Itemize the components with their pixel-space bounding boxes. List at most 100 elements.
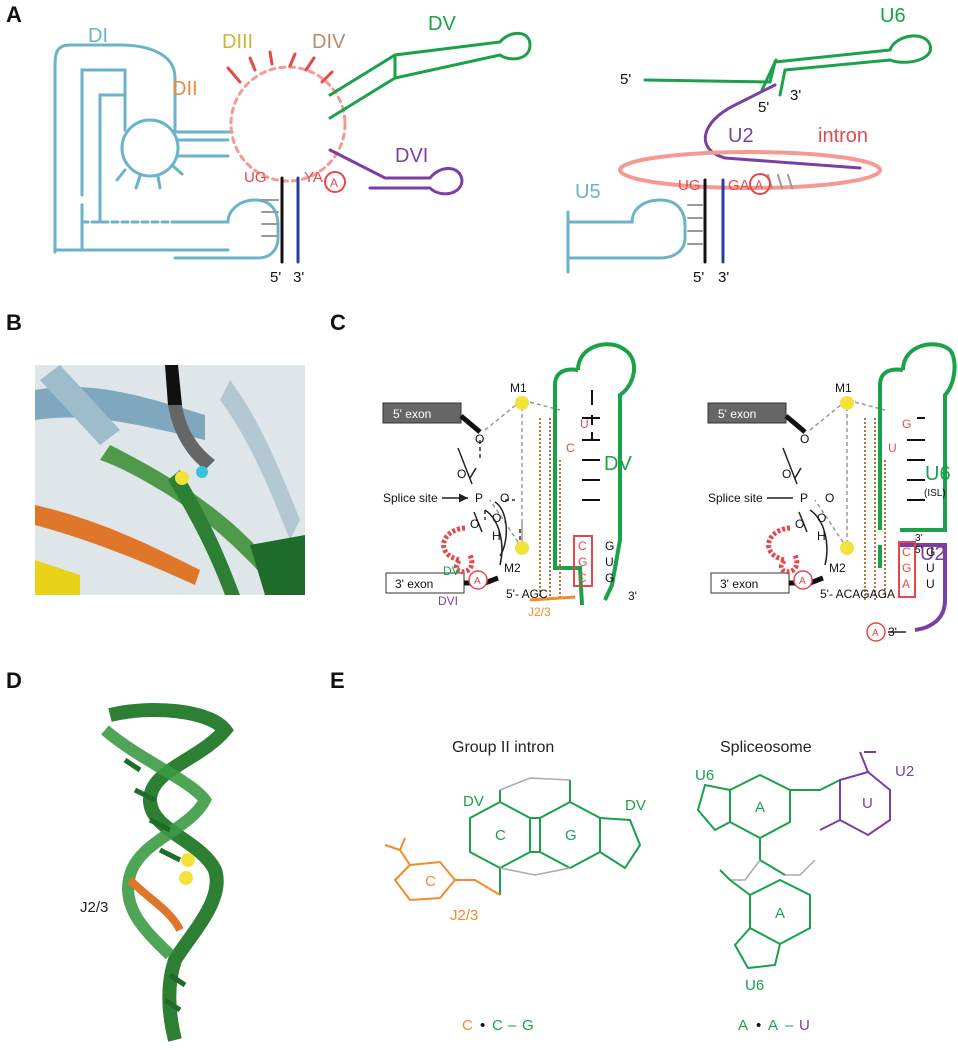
panel-label-e: E (330, 668, 345, 693)
panel-label-b: B (6, 310, 22, 335)
c-left-o1: O (475, 432, 484, 446)
e-f-dash-r: – (785, 1017, 794, 1034)
e-ring-a: A (755, 799, 765, 816)
bp-a-circle (324, 171, 346, 193)
u2-5: 5' (758, 99, 769, 116)
u6-tick (760, 58, 778, 92)
c-right-g: G (902, 417, 911, 431)
c-left-o2: O (457, 467, 466, 481)
end-3: 3' (293, 269, 304, 286)
end-5: 5' (270, 269, 281, 286)
c-right-3: 3' (915, 533, 923, 544)
di-outline (53, 43, 234, 252)
c-left-j23: J2/3 (528, 605, 551, 619)
label-dii: DII (172, 78, 198, 100)
label-u2: U2 (728, 125, 754, 147)
c-left-dv-small: DV (443, 564, 460, 578)
e-f-c1: C (462, 1017, 473, 1034)
c-right-exon5-box (707, 402, 787, 424)
c-right-5: 5' (915, 545, 923, 556)
right-ga: GA (728, 177, 750, 194)
c-left-3: 3' (628, 589, 637, 603)
c-right-box-1: G (902, 561, 911, 575)
c-left-a: A (474, 576, 481, 587)
c-right-u: U (888, 441, 897, 455)
label-div: DIV (312, 31, 346, 53)
di-inner2 (98, 93, 127, 224)
c-left-exon5-box (382, 402, 462, 424)
right-a: A (755, 178, 763, 192)
e-dv1: DV (463, 793, 484, 810)
c-right-u6: U6 (925, 463, 951, 485)
right-exon3: 3' (718, 269, 729, 286)
c-left-o5: O (492, 511, 501, 525)
panel-a-right-labels: U6 5' 5' 3' U2 intron U5 UG GA A 5' 3' (575, 5, 906, 286)
c-left-pair-2: G (605, 571, 614, 585)
u6-5: 5' (620, 71, 631, 88)
c-right-o2: O (782, 467, 791, 481)
c-left-box-0: C (578, 539, 587, 553)
panel-a-left (53, 31, 532, 264)
c-right-isl: (ISL) (924, 488, 946, 499)
di-dashed (53, 203, 177, 254)
c-left-box-2: C (578, 571, 587, 585)
e-u6b: U6 (745, 977, 764, 994)
e-ring-c: C (495, 827, 506, 844)
c-left-o4: O (470, 517, 479, 531)
c-left-exon5: 5' exon (393, 407, 431, 421)
di-ring (120, 118, 180, 178)
label-dv: DV (428, 13, 456, 35)
c-right-p: P (800, 491, 808, 505)
e-right-labels: A U A U6 U2 U6 A • A – U (695, 763, 914, 1034)
c-left-box-1: G (578, 555, 587, 569)
e-ring-a2: A (775, 905, 785, 922)
c-right-m1: M1 (835, 381, 852, 395)
right-ug: UG (678, 177, 701, 194)
label-di: DI (88, 25, 108, 47)
c-left-splice: Splice site (383, 491, 438, 505)
c-left-m1: M1 (510, 381, 527, 395)
e-right-title: Spliceosome (720, 739, 812, 756)
c-right-pair-1: U (926, 561, 935, 575)
c-left-h: H (492, 529, 501, 543)
c-left-agc: 5'- AGC (506, 587, 548, 601)
e-u6a: U6 (695, 767, 714, 784)
dv-stem (328, 31, 532, 120)
d-j23: J2/3 (80, 899, 108, 916)
u5-strand (566, 198, 687, 274)
c-left-dvi: DVI (438, 594, 458, 608)
u6-strand (643, 34, 932, 97)
c-right-box-2: A (902, 577, 910, 591)
c-right-exon3: 3' exon (720, 577, 758, 591)
u2-strand (703, 83, 862, 170)
e-ring-g: G (565, 827, 577, 844)
c-right-o1: O (800, 432, 809, 446)
e-dv2: DV (625, 797, 646, 814)
right-exon5: 5' (693, 269, 704, 286)
c-right-pair-2: U (926, 577, 935, 591)
c-left-m2: M2 (504, 561, 521, 575)
c-right-o3: O (825, 491, 834, 505)
c-left-c: C (566, 441, 575, 455)
e-ring-u: U (862, 795, 873, 812)
pair-ticks (261, 199, 279, 237)
c-right-acagaga: 5'- ACAGAGA (820, 587, 895, 601)
base-ug: UG (244, 169, 267, 186)
e-left-labels: C G DV DV C J2/3 C • C – G (425, 793, 646, 1034)
label-dvi: DVI (395, 145, 428, 167)
c-right-splice: Splice site (708, 491, 763, 505)
c-left-u: U (580, 417, 589, 431)
panel-d-structure (101, 703, 234, 1042)
right-bp-a-circle (749, 173, 771, 195)
c-right-box-0: C (902, 545, 911, 559)
c-right-u2: U2 (920, 543, 946, 565)
panel-b-structure (35, 365, 305, 595)
panel-label-d: D (6, 668, 22, 693)
c-left-p: P (475, 491, 483, 505)
di-spokes (115, 138, 230, 190)
panel-c-left: 5' exon 3' exon (382, 342, 636, 606)
e-f-u: U (799, 1017, 810, 1034)
e-u2: U2 (895, 763, 914, 780)
dvi-arm (328, 148, 464, 196)
